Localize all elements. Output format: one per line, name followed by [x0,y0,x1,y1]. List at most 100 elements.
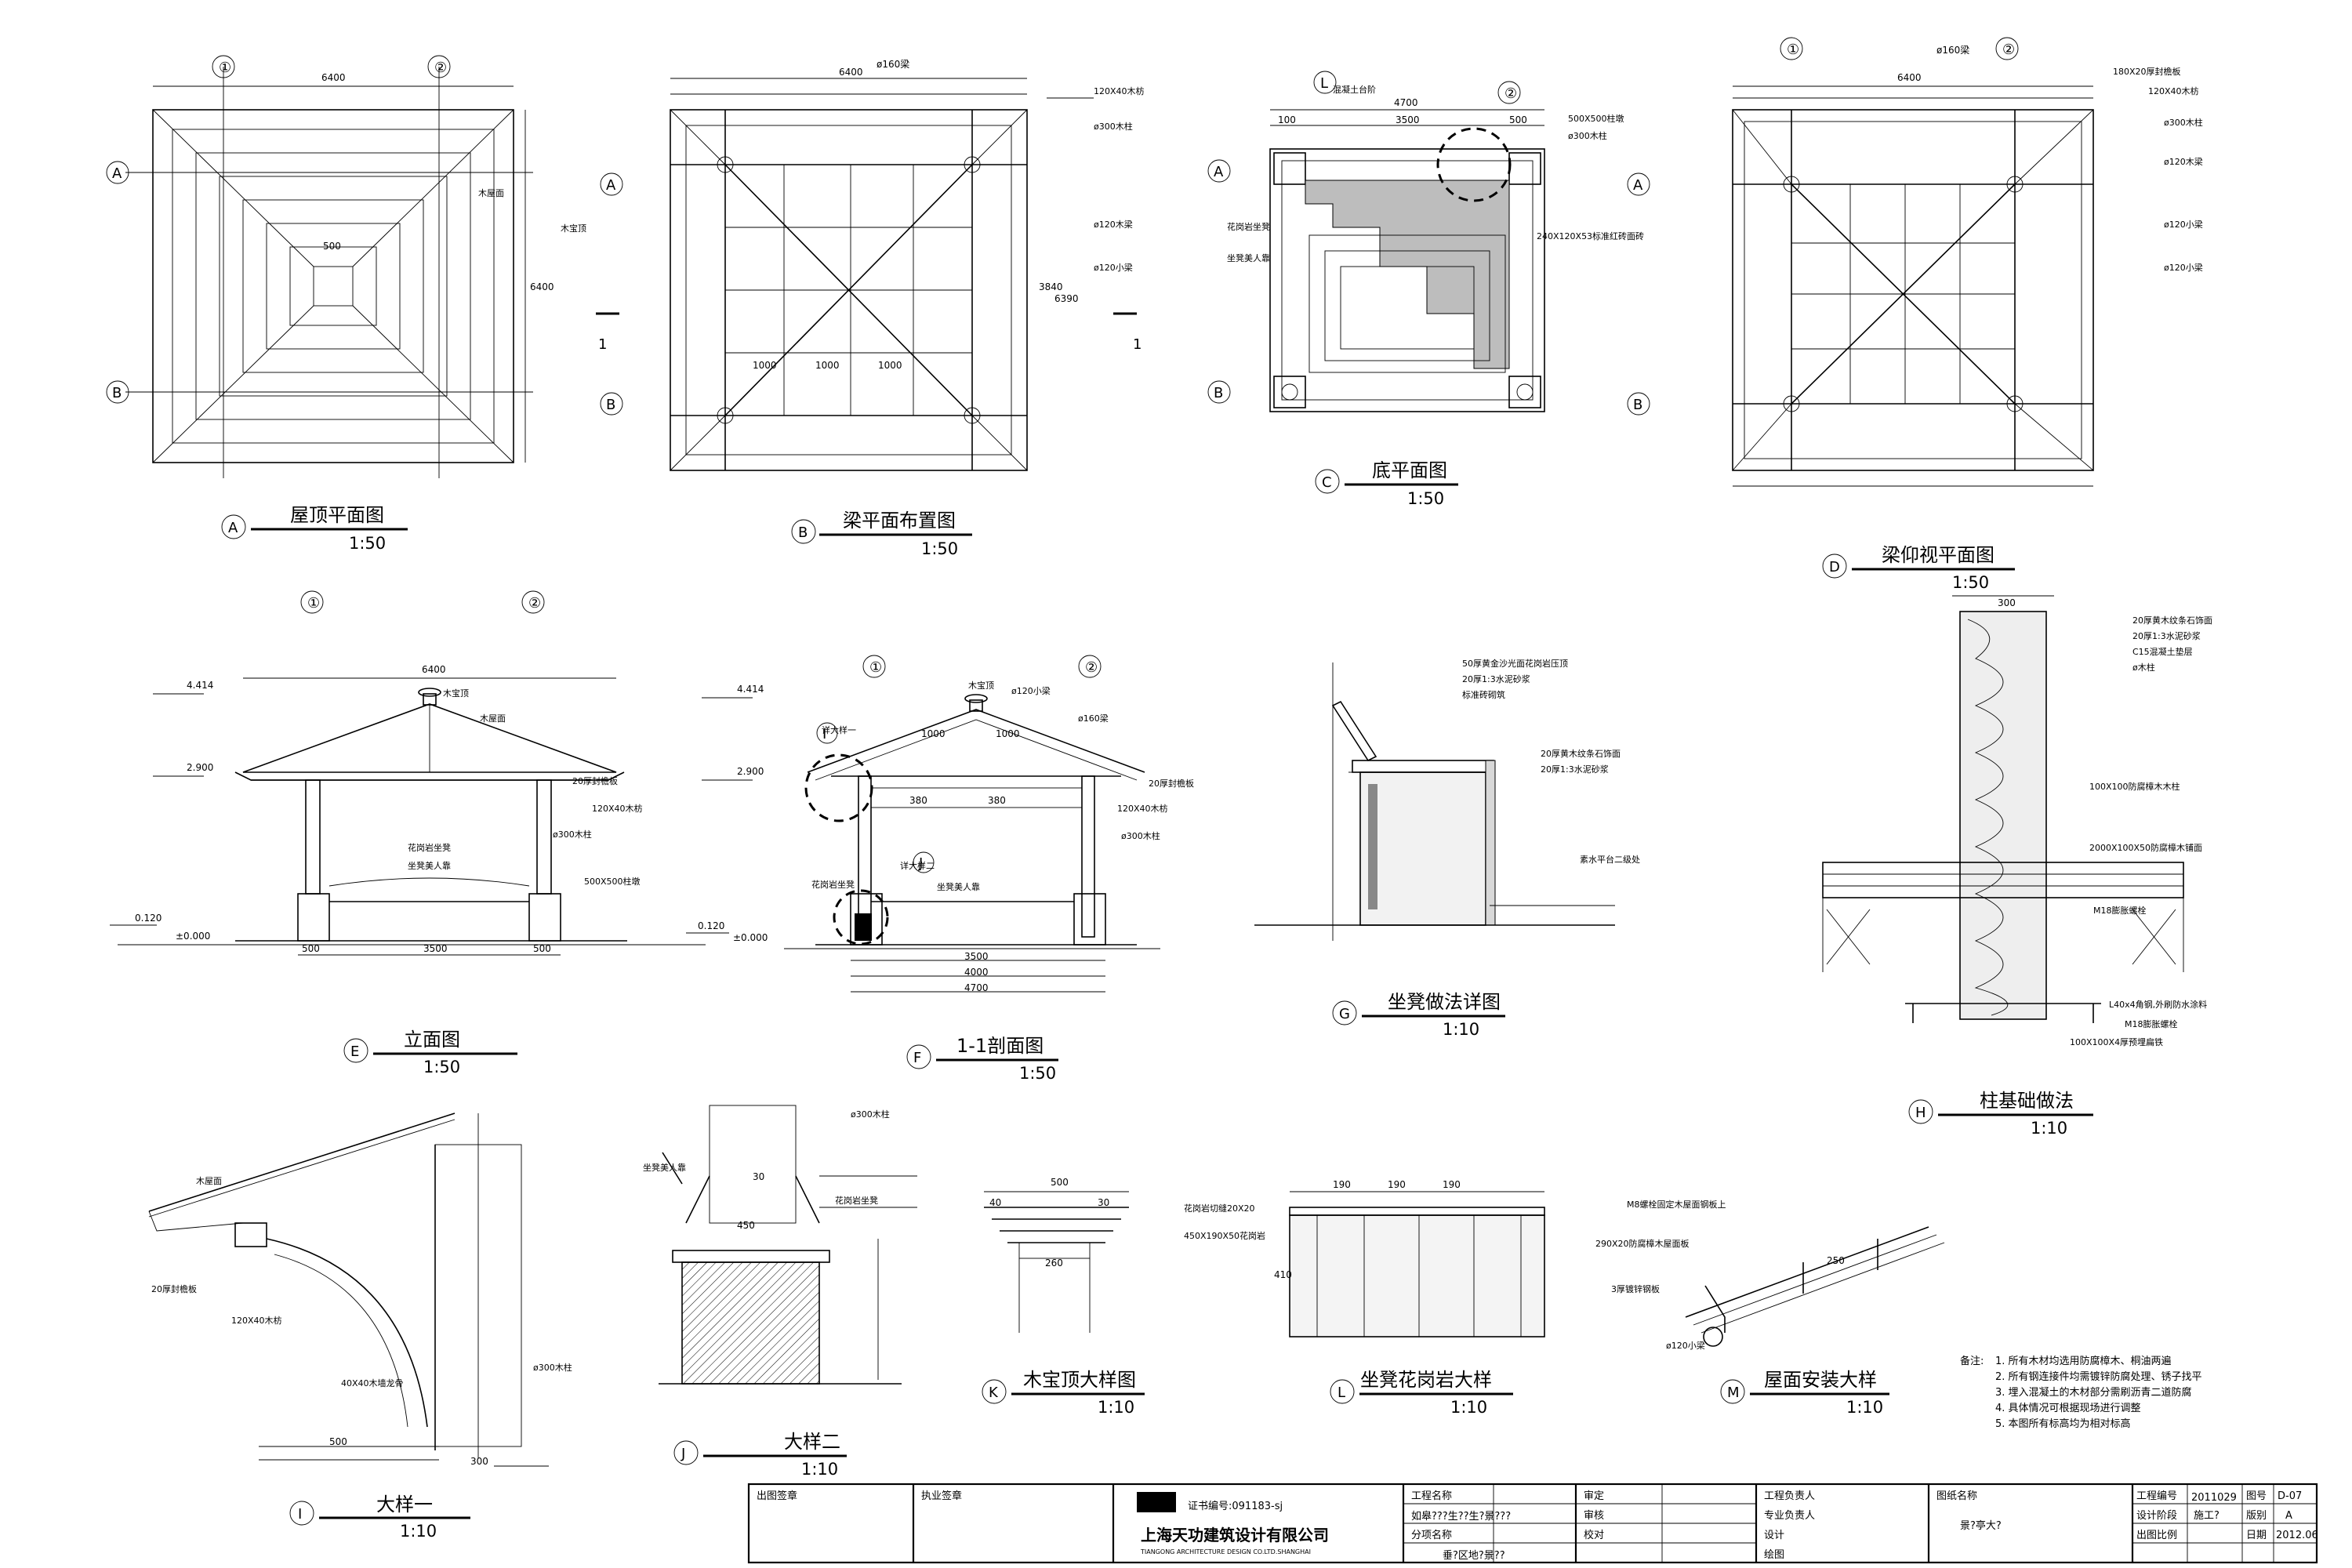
svg-text:混凝土台阶: 混凝土台阶 [1333,84,1376,95]
svg-text:花岗岩坐凳: 花岗岩坐凳 [835,1195,878,1206]
view-k-title: 木宝顶大样图 [1023,1369,1136,1391]
svg-text:450: 450 [737,1220,755,1231]
svg-text:坐凳美人靠: 坐凳美人靠 [937,881,980,892]
svg-text:100: 100 [1278,114,1296,125]
view-e-elevation: 6400 3500 500 500 4.414 2.900 0.120 ±0.0… [110,590,706,1076]
svg-text:A: A [606,177,616,194]
svg-text:审核: 审核 [1584,1510,1604,1522]
svg-text:木屋面: 木屋面 [196,1176,222,1186]
drawing-number: D-07 [2278,1490,2302,1502]
svg-text:①: ① [869,659,882,676]
svg-text:M18膨胀螺栓: M18膨胀螺栓 [2093,905,2147,916]
svg-text:ø120小梁: ø120小梁 [1666,1340,1705,1351]
view-i-title: 大样一 [376,1494,433,1515]
drawing-name: 景?亭大? [1960,1519,2002,1532]
svg-text:4700: 4700 [964,982,989,993]
svg-text:证书编号:091183-sj: 证书编号:091183-sj [1188,1501,1283,1512]
svg-text:校对: 校对 [1584,1529,1604,1541]
view-i-scale: 1:10 [400,1522,437,1541]
svg-text:120X40木枋: 120X40木枋 [2148,85,2199,96]
svg-text:J: J [918,855,923,872]
svg-text:花岗岩坐凳: 花岗岩坐凳 [811,879,855,890]
company-logo [1137,1492,1176,1512]
svg-text:花岗岩切缝20X20: 花岗岩切缝20X20 [1184,1203,1255,1214]
svg-text:K: K [989,1385,999,1401]
svg-text:120X40木枋: 120X40木枋 [1117,803,1168,814]
svg-text:6390: 6390 [1054,293,1079,304]
view-h-title: 柱基础做法 [1980,1090,2074,1112]
svg-text:A: A [112,165,122,182]
svg-text:20厚封檐板: 20厚封檐板 [151,1283,197,1294]
svg-text:M: M [1727,1385,1740,1401]
svg-text:1000: 1000 [878,360,902,371]
svg-text:G: G [1339,1006,1350,1022]
svg-text:图号: 图号 [2246,1490,2267,1502]
view-c-title: 底平面图 [1372,459,1447,481]
svg-text:H: H [1915,1105,1926,1121]
view-h-scale: 1:10 [2031,1119,2067,1138]
svg-text:M8螺栓固定木屋面钢板上: M8螺栓固定木屋面钢板上 [1627,1199,1726,1210]
svg-text:ø300木柱: ø300木柱 [1121,830,1160,841]
view-f-scale: 1:50 [1019,1064,1056,1083]
svg-text:花岗岩坐凳: 花岗岩坐凳 [1227,221,1270,232]
notes-heading: 备注: [1960,1355,1984,1367]
view-g-scale: 1:10 [1443,1020,1479,1039]
svg-text:标准砖砌筑: 标准砖砌筑 [1462,689,1505,700]
dim-a-height: 6400 [530,281,554,292]
dim-a-top: 500 [323,241,341,252]
svg-text:3840: 3840 [1039,281,1063,292]
svg-text:审定: 审定 [1584,1490,1604,1502]
svg-text:ø120小梁: ø120小梁 [1094,262,1133,273]
svg-text:出图签章: 出图签章 [757,1490,797,1502]
view-l-granite-detail: 190 190 190 410 花岗岩切缝20X20 450X190X50花岗岩… [1184,1179,1545,1417]
svg-text:施工?: 施工? [2194,1510,2220,1522]
view-g-bench-detail: 50厚黄金沙光面花岗岩压顶 20厚1:3水泥砂浆 标准砖砌筑 20厚黄木纹条石饰… [1254,658,1640,1039]
svg-text:50厚黄金沙光面花岗岩压顶: 50厚黄金沙光面花岗岩压顶 [1462,658,1568,669]
svg-text:20厚黄木纹条石饰面: 20厚黄木纹条石饰面 [1541,748,1621,759]
svg-text:②: ② [434,60,447,76]
view-a-title: 屋顶平面图 [290,504,384,526]
view-d-beam-reflected-plan: 6400 ø160梁 180X20厚封檐板 120X40木枋 ø300木柱 ø1… [1627,37,2203,592]
title-block: 出图签章 执业签章 证书编号:091183-sj 上海天功建筑设计有限公司 TI… [747,1483,2318,1564]
svg-text:详大样二: 详大样二 [900,860,935,871]
svg-text:C15混凝土垫层: C15混凝土垫层 [2132,646,2193,657]
view-a-scale: 1:50 [349,534,386,553]
svg-text:①: ① [219,60,231,76]
svg-text:木屋面: 木屋面 [480,713,506,724]
svg-text:A: A [1214,164,1224,180]
svg-text:ø300木柱: ø300木柱 [553,829,592,840]
svg-text:40X40木墙龙骨: 40X40木墙龙骨 [341,1377,404,1388]
svg-text:工程名称: 工程名称 [1411,1490,1452,1502]
svg-text:300: 300 [470,1456,488,1467]
svg-text:20厚封檐板: 20厚封檐板 [572,775,618,786]
svg-text:L: L [1320,75,1328,92]
svg-text:ø木柱: ø木柱 [2132,662,2155,673]
view-i-detail-one: 500 300 木屋面 20厚封檐板 120X40木枋 40X40木墙龙骨 ø3… [148,1112,572,1541]
view-j-detail-two: ø300木柱 坐凳美人靠 花岗岩坐凳 450 30 J 大样二 1:10 [643,1105,917,1479]
svg-text:ø160梁: ø160梁 [1078,713,1109,724]
view-g-title: 坐凳做法详图 [1388,991,1501,1013]
svg-text:I: I [822,726,826,742]
svg-text:ø300木柱: ø300木柱 [533,1362,572,1373]
svg-text:设计阶段: 设计阶段 [2136,1510,2177,1522]
svg-text:1000: 1000 [996,728,1020,739]
svg-text:20厚1:3水泥砂浆: 20厚1:3水泥砂浆 [2132,630,2201,641]
view-a-roof-plan: 6400 6400 500 木屋面 木宝顶 ① ② A B A 屋顶平面图 1:… [106,55,586,553]
svg-text:1: 1 [598,336,607,353]
svg-text:290X20防腐樟木屋面板: 290X20防腐樟木屋面板 [1595,1238,1690,1249]
svg-text:执业签章: 执业签章 [921,1490,962,1502]
svg-text:木宝顶: 木宝顶 [968,680,994,691]
svg-text:A: A [1633,177,1643,194]
svg-text:E: E [350,1044,359,1060]
note-line-4: 4. 具体情况可根据现场进行调整 [1995,1403,2141,1414]
svg-text:A: A [228,520,238,536]
view-c-floor-plan: 4700 3500 100 500 花岗岩坐凳 坐凳美人靠 500X500柱墩 … [1207,71,1644,508]
svg-text:1000: 1000 [753,360,777,371]
svg-text:I: I [298,1506,302,1523]
svg-text:详大样一: 详大样一 [822,724,856,735]
svg-text:500: 500 [1509,114,1527,125]
svg-text:30: 30 [1098,1197,1109,1208]
svg-text:1000: 1000 [815,360,840,371]
svg-text:ø120木梁: ø120木梁 [2164,156,2203,167]
